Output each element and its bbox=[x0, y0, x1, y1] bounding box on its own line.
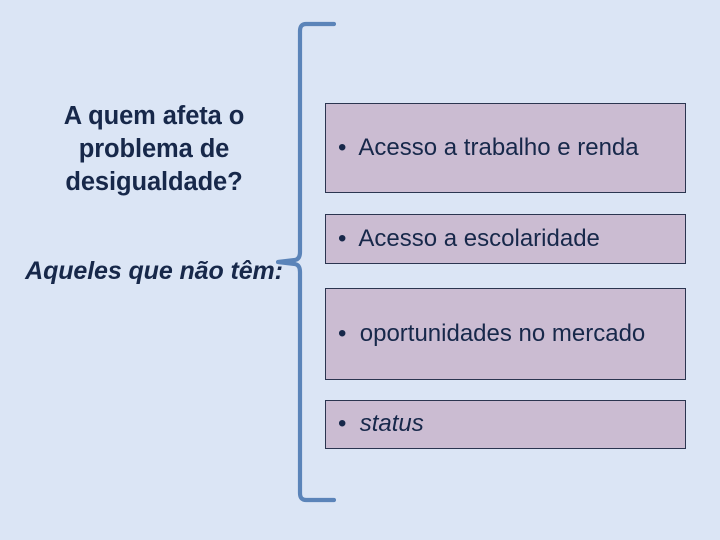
bullet-box-3-label: oportunidades no mercado bbox=[359, 319, 646, 347]
bullet-marker-2: • bbox=[338, 224, 354, 252]
bullet-box-4-text: • status bbox=[326, 409, 685, 439]
bullet-box-1-label: Acesso a trabalho e renda bbox=[358, 133, 639, 161]
page-title: A quem afeta o problema de desigualdade? bbox=[63, 102, 245, 197]
bullet-box-1-text: • Acesso a trabalho e renda bbox=[326, 133, 685, 163]
bullet-box-3-text: • oportunidades no mercado bbox=[326, 319, 685, 349]
left-text-column: A quem afeta o problema de desigualdade?… bbox=[14, 100, 294, 288]
bullet-box-4-label: status bbox=[359, 410, 424, 438]
bullet-box-2[interactable]: • Acesso a escolaridade bbox=[325, 214, 686, 264]
subtitle: Aqueles que não têm: bbox=[25, 257, 283, 286]
bullet-box-1[interactable]: • Acesso a trabalho e renda bbox=[325, 103, 686, 193]
bullet-box-3[interactable]: • oportunidades no mercado bbox=[325, 288, 686, 380]
bullet-box-2-text: • Acesso a escolaridade bbox=[326, 224, 685, 254]
bullet-box-2-label: Acesso a escolaridade bbox=[358, 224, 600, 252]
bullet-marker-1: • bbox=[338, 133, 354, 161]
bullet-box-4[interactable]: • status bbox=[325, 400, 686, 449]
bullet-marker-3: • bbox=[338, 319, 354, 347]
bullet-marker-4: • bbox=[338, 410, 354, 438]
